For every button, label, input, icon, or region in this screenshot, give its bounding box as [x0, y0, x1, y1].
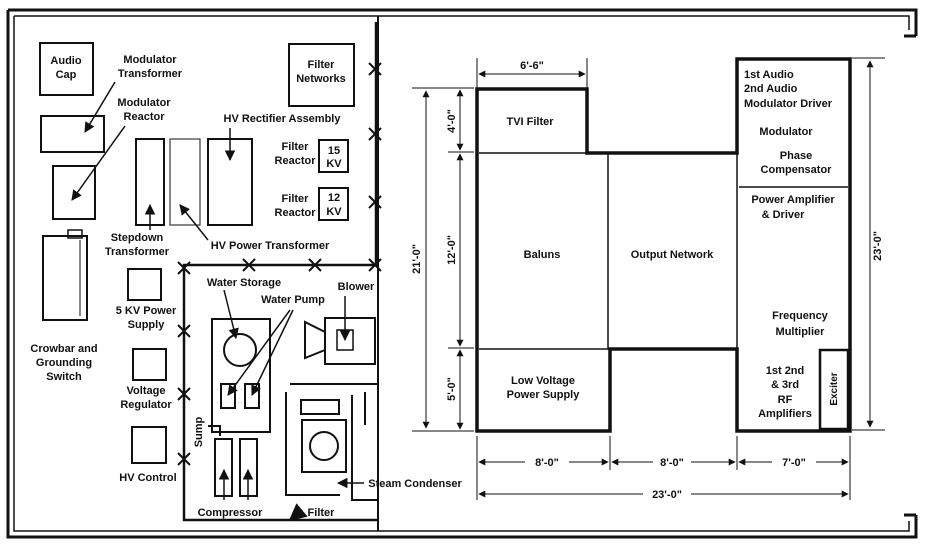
dim-left-c: 5'-0": [446, 377, 458, 401]
kv-15-label-1: 15: [328, 145, 340, 157]
hv-rectifier-label: HV Rectifier Assembly: [224, 113, 342, 125]
low-voltage-ps-label-2: Power Supply: [507, 389, 581, 401]
freq-mult-label-2: Multiplier: [776, 326, 826, 338]
dim-bottom-c: 7'-0": [782, 457, 806, 469]
power-amp-label-2: & Driver: [762, 209, 806, 221]
filter-reactor-2-label-1: Filter: [282, 193, 310, 205]
blower-label: Blower: [338, 281, 375, 293]
dim-bottom-b: 8'-0": [660, 457, 684, 469]
filter-networks-box: [288, 43, 355, 107]
water-storage-label: Water Storage: [207, 277, 281, 289]
power-supply-5kv-box: [127, 268, 162, 301]
modulator-reactor-box: [52, 165, 96, 220]
rf-amps-label-1: 1st 2nd: [766, 365, 805, 377]
crowbar-label-3: Switch: [46, 371, 82, 383]
svg-text:Cap: Cap: [56, 69, 77, 81]
phase-compensator-label-1: Phase: [780, 150, 812, 162]
power-supply-5kv-label-1: 5 KV Power: [116, 305, 177, 317]
modulator-transformer-box: [40, 115, 105, 153]
sump-label: Sump: [193, 416, 205, 447]
dim-left-b: 12'-0": [446, 235, 458, 265]
audio-cap-label-2: Cap: [56, 69, 77, 81]
compressor-label: Compressor: [198, 507, 264, 519]
baluns-label: Baluns: [524, 249, 561, 261]
dim-top: 6'-6": [520, 60, 544, 72]
power-supply-5kv-label-2: Supply: [128, 319, 166, 331]
water-storage-box: [211, 318, 271, 433]
modulator-transformer-label-2: Transformer: [118, 68, 183, 80]
audio-cap-label-1: Audio: [50, 55, 81, 67]
phase-compensator-label-2: Compensator: [761, 164, 833, 176]
hv-power-transformer-label: HV Power Transformer: [211, 240, 330, 252]
modulator-label: Modulator: [759, 126, 813, 138]
exciter-label: Exciter: [829, 372, 840, 405]
voltage-regulator-box: [132, 348, 167, 381]
junction-markers: [177, 62, 382, 466]
dim-left-a: 4'-0": [446, 109, 458, 133]
hv-control-box: [131, 426, 167, 464]
blower-box: [324, 317, 376, 365]
audio-block-label-1: 1st Audio: [744, 69, 794, 81]
rf-amps-label-4: Amplifiers: [758, 408, 812, 420]
water-storage-tank: [223, 333, 257, 367]
freq-mult-label-1: Frequency: [772, 310, 829, 322]
dim-bottom-a: 8'-0": [535, 457, 559, 469]
filter-reactor-1-label-1: Filter: [282, 141, 310, 153]
svg-text:Audio: Audio: [50, 55, 81, 67]
kv-12-label-2: KV: [326, 206, 342, 218]
kv-15-label-2: KV: [326, 158, 342, 170]
audio-cap-box: [39, 42, 94, 96]
rf-amps-label-2: & 3rd: [771, 379, 799, 391]
voltage-regulator-label-2: Regulator: [120, 399, 172, 411]
kv-12-label-1: 12: [328, 192, 340, 204]
dim-right-total: 23'-0": [872, 231, 884, 261]
stepdown-label-1: Stepdown: [111, 232, 164, 244]
dim-bottom-total: 23'-0": [652, 489, 682, 501]
audio-block-label-3: Modulator Driver: [744, 98, 833, 110]
hv-power-transformer-box: [169, 138, 201, 226]
dim-left-total: 21'-0": [411, 244, 423, 274]
filter-reactor-12kv-box: [318, 187, 349, 221]
voltage-regulator-label-1: Voltage: [127, 385, 166, 397]
exciter-box: [818, 348, 850, 431]
modulator-reactor-label-1: Modulator: [117, 97, 171, 109]
filter-reactor-2-label-2: Reactor: [275, 207, 317, 219]
water-pump-label: Water Pump: [261, 294, 325, 306]
filter-networks-label-2: Networks: [296, 73, 346, 85]
power-amp-label-1: Power Amplifier: [751, 194, 835, 206]
outer-border: [6, 8, 918, 539]
filter-label: Filter: [308, 507, 336, 519]
modulator-reactor-label-2: Reactor: [124, 111, 166, 123]
modulator-transformer-label-1: Modulator: [123, 54, 177, 66]
steam-condenser-label: Steam Condenser: [368, 478, 462, 490]
filter-reactor-15kv-box: [318, 139, 349, 173]
hv-control-label: HV Control: [119, 472, 176, 484]
low-voltage-ps-label-1: Low Voltage: [511, 375, 575, 387]
wiring-bus: [182, 22, 378, 522]
crowbar-switch-box: [42, 235, 88, 321]
filter-reactor-1-label-2: Reactor: [275, 155, 317, 167]
audio-block-label-2: 2nd Audio: [744, 83, 798, 95]
rf-amps-label-3: RF: [778, 394, 793, 406]
stepdown-label-2: Transformer: [105, 246, 170, 258]
output-network-label: Output Network: [631, 249, 714, 261]
crowbar-label-2: Grounding: [36, 357, 92, 369]
filter-networks-label-1: Filter: [308, 59, 336, 71]
steam-condenser: [285, 383, 378, 501]
crowbar-label-1: Crowbar and: [30, 343, 97, 355]
tvi-filter-label: TVI Filter: [506, 116, 554, 128]
equipment-room: Audio Cap Modulator Transformer Modulato…: [30, 22, 462, 522]
transmitter-room: 6'-6" 21'-0" 4'-0" 12'-0" 5'-0" 23'-0" 8…: [411, 57, 885, 501]
